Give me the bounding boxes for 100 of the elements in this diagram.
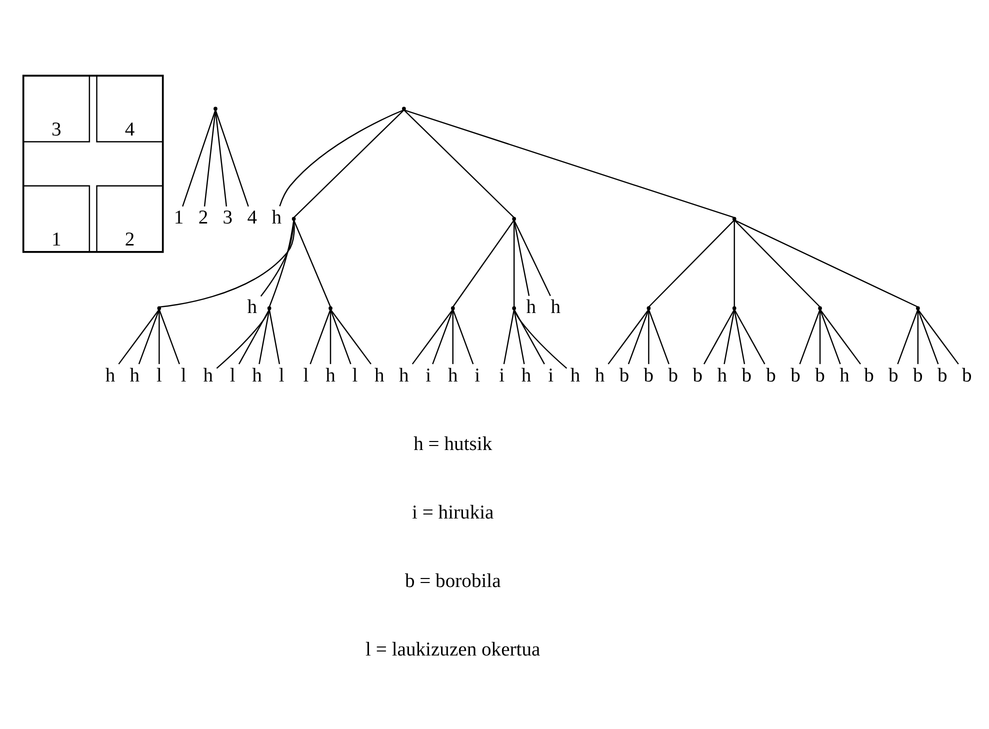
node-text: 1 bbox=[174, 208, 184, 229]
connector bbox=[432, 309, 454, 364]
label: b = borobila bbox=[404, 570, 501, 592]
node-text: b bbox=[644, 365, 654, 386]
connector bbox=[734, 220, 735, 307]
node-text: h bbox=[203, 365, 214, 386]
node-text: l bbox=[180, 365, 186, 386]
node-text: b bbox=[888, 365, 898, 386]
connector bbox=[215, 110, 249, 207]
node-text: b bbox=[790, 365, 800, 386]
node-box: 4 bbox=[96, 75, 164, 142]
connector bbox=[917, 310, 919, 364]
connector bbox=[214, 110, 228, 206]
node-text: h bbox=[130, 365, 140, 386]
connector bbox=[724, 310, 735, 364]
connector bbox=[513, 220, 515, 307]
node-text: h bbox=[105, 365, 116, 386]
connector bbox=[514, 310, 525, 364]
connector bbox=[703, 309, 735, 364]
connector bbox=[452, 309, 474, 364]
node-text: i bbox=[548, 365, 554, 386]
node-text: b bbox=[913, 365, 923, 386]
node-point bbox=[328, 306, 332, 310]
connector bbox=[918, 309, 959, 364]
connector bbox=[216, 309, 270, 369]
node-point bbox=[450, 306, 455, 310]
connector bbox=[238, 309, 270, 364]
connector bbox=[452, 220, 514, 308]
node-box: 2 bbox=[96, 185, 164, 253]
node-text: h bbox=[374, 365, 384, 386]
connector bbox=[734, 220, 820, 308]
connector bbox=[294, 110, 404, 218]
node-text: b bbox=[864, 365, 874, 386]
connector bbox=[514, 220, 530, 296]
connector bbox=[330, 310, 332, 364]
label: l = laukizuzen okertua bbox=[366, 640, 540, 661]
connector bbox=[503, 310, 515, 364]
label: h = hutsik bbox=[414, 434, 492, 455]
node-text: l bbox=[156, 365, 162, 386]
connector bbox=[820, 309, 861, 364]
connector bbox=[118, 309, 160, 364]
connector bbox=[258, 310, 270, 364]
connector bbox=[799, 309, 821, 364]
connector bbox=[648, 309, 670, 364]
connector bbox=[514, 309, 545, 364]
connector bbox=[404, 109, 734, 218]
connector bbox=[279, 109, 404, 206]
connector bbox=[268, 220, 294, 307]
node-text: 4 bbox=[247, 208, 258, 229]
node-text: b bbox=[938, 365, 948, 386]
connector bbox=[820, 309, 841, 364]
node-point bbox=[157, 306, 162, 310]
connector bbox=[452, 310, 454, 364]
connector bbox=[138, 309, 160, 364]
node-text: h bbox=[252, 365, 262, 386]
node-box: 3 bbox=[22, 75, 90, 142]
node-text: h bbox=[717, 365, 728, 386]
connector bbox=[819, 310, 821, 364]
connector bbox=[182, 110, 216, 207]
node-text: i bbox=[426, 365, 432, 386]
node-text: l bbox=[303, 365, 309, 386]
node-point bbox=[267, 306, 272, 310]
node-text: i bbox=[499, 365, 505, 386]
connector bbox=[734, 220, 918, 308]
node-text: h bbox=[840, 365, 850, 386]
connector bbox=[158, 309, 180, 364]
node-point bbox=[214, 106, 218, 111]
node-text: b bbox=[668, 365, 678, 386]
node-text: i bbox=[474, 365, 480, 386]
node-text: h bbox=[247, 296, 258, 318]
connector bbox=[330, 309, 352, 364]
node-point bbox=[512, 216, 516, 221]
node-text: b bbox=[766, 365, 776, 386]
connector bbox=[404, 110, 514, 218]
node-point bbox=[732, 306, 736, 310]
connector bbox=[608, 309, 650, 364]
connector bbox=[628, 309, 650, 364]
connector bbox=[160, 220, 295, 308]
node-point bbox=[512, 306, 516, 310]
node-text: l bbox=[352, 365, 358, 386]
node-text: b bbox=[692, 365, 703, 386]
node-text: b bbox=[619, 365, 630, 386]
node-text: b bbox=[962, 365, 972, 386]
connector bbox=[917, 309, 939, 364]
node-text: h bbox=[594, 365, 605, 386]
node-text: h bbox=[326, 365, 336, 386]
node-text: 3 bbox=[222, 208, 233, 229]
connector bbox=[268, 310, 280, 364]
node-point bbox=[916, 306, 920, 310]
node-text: b bbox=[742, 365, 752, 386]
node-box: 1 bbox=[22, 185, 90, 253]
node-text: h bbox=[399, 365, 409, 386]
node-text: l bbox=[278, 365, 284, 386]
node-text: h bbox=[272, 208, 282, 229]
connector bbox=[158, 310, 160, 364]
node-point bbox=[818, 306, 822, 310]
node-point bbox=[292, 216, 296, 221]
node-text: h bbox=[521, 365, 532, 386]
node-text: h bbox=[448, 365, 458, 386]
connector bbox=[648, 310, 650, 364]
